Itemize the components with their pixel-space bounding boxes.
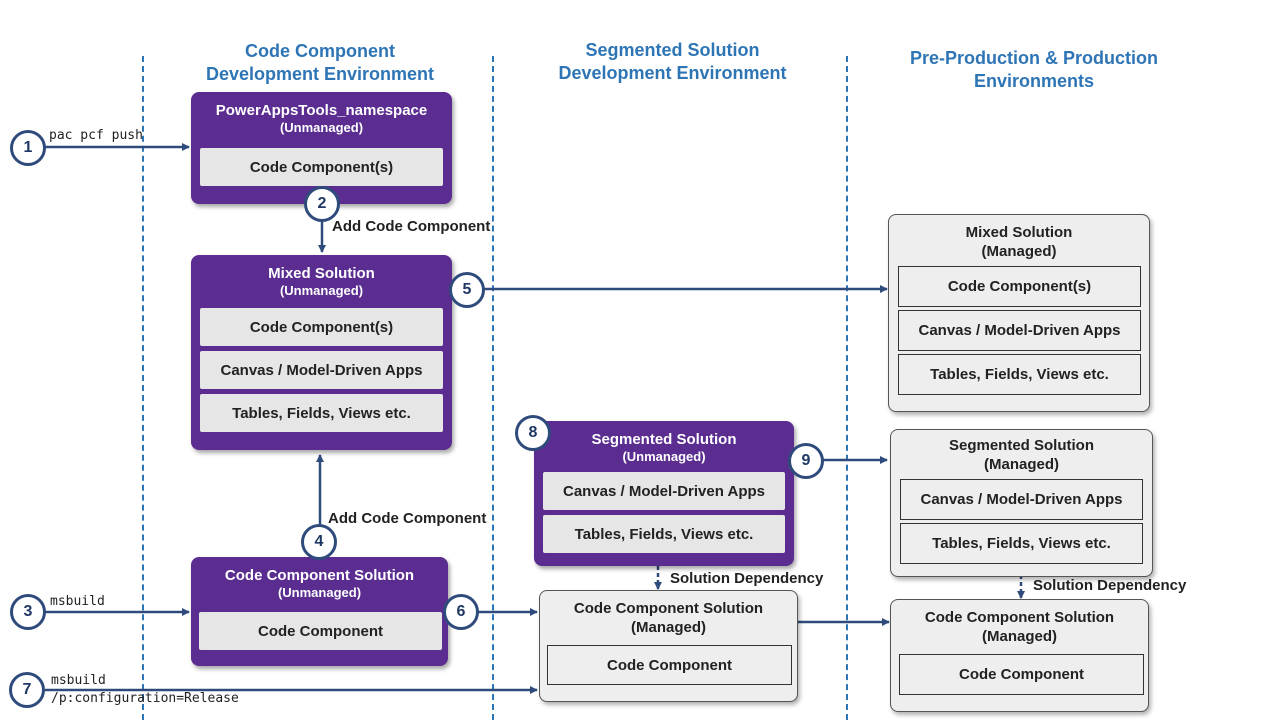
item-tables-fields-views: Tables, Fields, Views etc.	[900, 523, 1143, 564]
box-code-component-solution-managed-seg: Code Component Solution (Managed) Code C…	[539, 590, 798, 702]
item-code-component: Code Component	[547, 645, 792, 685]
item-canvas-model-driven-apps: Canvas / Model-Driven Apps	[900, 479, 1143, 520]
box-subtitle: (Managed)	[631, 619, 706, 636]
column-title-code-dev: Code Component Development Environment	[190, 40, 450, 86]
column-title-prod-line2: Environments	[973, 71, 1095, 91]
box-title: Mixed Solution	[268, 265, 375, 282]
command-msbuild: msbuild	[50, 594, 105, 609]
command-pac-pcf-push: pac pcf push	[49, 128, 143, 143]
divider-right	[846, 56, 848, 720]
step-9-badge: 9	[788, 443, 824, 479]
item-code-components: Code Component(s)	[898, 266, 1141, 307]
box-powerappstools-namespace: PowerAppsTools_namespace (Unmanaged) Cod…	[191, 92, 452, 204]
box-mixed-solution-unmanaged: Mixed Solution (Unmanaged) Code Componen…	[191, 255, 452, 450]
item-canvas-model-driven-apps: Canvas / Model-Driven Apps	[898, 310, 1141, 351]
box-title: Mixed Solution	[965, 224, 1073, 241]
box-subtitle: (Unmanaged)	[279, 283, 364, 298]
box-segmented-solution-unmanaged: Segmented Solution (Unmanaged) Canvas / …	[534, 421, 794, 566]
divider-middle	[492, 56, 494, 720]
step-5-badge: 5	[449, 272, 485, 308]
box-segmented-solution-managed: Segmented Solution (Managed) Canvas / Mo…	[890, 429, 1153, 577]
item-code-component: Code Component	[899, 654, 1144, 695]
box-subtitle: (Unmanaged)	[622, 449, 706, 464]
box-title: Code Component Solution	[924, 609, 1115, 626]
item-code-components: Code Component(s)	[200, 308, 443, 346]
label-add-code-component-2: Add Code Component	[328, 510, 487, 527]
divider-left	[142, 56, 144, 720]
step-4-badge: 4	[301, 524, 337, 560]
label-solution-dependency-prod: Solution Dependency	[1033, 577, 1187, 594]
box-subtitle: (Unmanaged)	[277, 585, 362, 600]
box-title: Segmented Solution	[948, 437, 1094, 454]
column-title-code-dev-line1: Code Component	[245, 41, 395, 61]
box-subtitle: (Managed)	[984, 456, 1059, 473]
column-title-prod: Pre-Production & Production Environments	[894, 47, 1174, 93]
step-8-badge: 8	[515, 415, 551, 451]
item-canvas-model-driven-apps: Canvas / Model-Driven Apps	[543, 472, 785, 510]
box-mixed-solution-managed: Mixed Solution (Managed) Code Component(…	[888, 214, 1150, 412]
item-tables-fields-views: Tables, Fields, Views etc.	[543, 515, 785, 553]
step-2-badge: 2	[304, 186, 340, 222]
item-canvas-model-driven-apps: Canvas / Model-Driven Apps	[200, 351, 443, 389]
item-code-component: Code Component	[199, 612, 442, 650]
step-7-badge: 7	[9, 672, 45, 708]
item-tables-fields-views: Tables, Fields, Views etc.	[200, 394, 443, 432]
label-solution-dependency: Solution Dependency	[670, 570, 824, 587]
box-subtitle: (Managed)	[981, 243, 1057, 260]
box-title: Code Component Solution	[224, 567, 415, 584]
box-code-component-solution-unmanaged: Code Component Solution (Unmanaged) Code…	[191, 557, 448, 666]
box-subtitle: (Unmanaged)	[279, 120, 364, 135]
box-code-component-solution-managed-prod: Code Component Solution (Managed) Code C…	[890, 599, 1149, 712]
command-msbuild-release-line2: /p:configuration=Release	[51, 691, 239, 706]
column-title-prod-line1: Pre-Production & Production	[909, 48, 1158, 68]
box-title: PowerAppsTools_namespace	[215, 102, 428, 119]
label-add-code-component: Add Code Component	[332, 218, 491, 235]
item-tables-fields-views: Tables, Fields, Views etc.	[898, 354, 1141, 395]
box-subtitle: (Managed)	[982, 628, 1057, 645]
step-6-badge: 6	[443, 594, 479, 630]
command-msbuild-release-line1: msbuild	[51, 673, 106, 688]
box-title: Segmented Solution	[591, 431, 737, 448]
column-title-segmented-dev-line2: Development Environment	[558, 63, 787, 83]
column-title-segmented-dev-line1: Segmented Solution	[585, 40, 760, 60]
step-1-badge: 1	[10, 130, 46, 166]
item-code-components: Code Component(s)	[200, 148, 443, 186]
box-title: Code Component Solution	[573, 600, 764, 617]
step-3-badge: 3	[10, 594, 46, 630]
column-title-segmented-dev: Segmented Solution Development Environme…	[540, 39, 805, 85]
column-title-code-dev-line2: Development Environment	[205, 64, 435, 84]
